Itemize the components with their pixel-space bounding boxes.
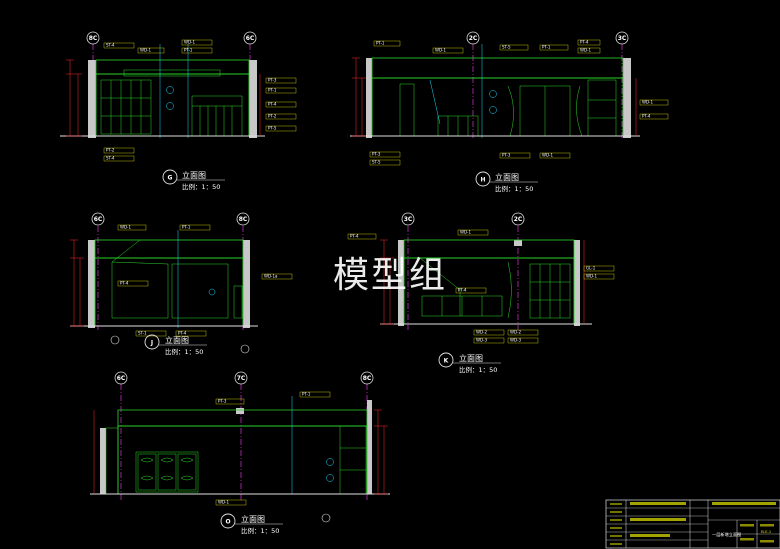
tag-k-8: WD-2 <box>510 330 521 335</box>
axis-label-o-3: 8C <box>363 375 372 382</box>
axis-label-o-2: 7C <box>237 375 246 382</box>
elevation-o-title: 立面图 <box>241 514 265 524</box>
tag-h-12: WD-1 <box>542 153 553 158</box>
sheet-number: ELE-1 <box>761 530 771 534</box>
elevation-g-marker: G <box>168 175 173 182</box>
tag-g-11: ST-4 <box>106 156 115 161</box>
tag-k-7: WD-3 <box>476 338 487 343</box>
tag-k-2: WD-1 <box>460 230 471 235</box>
axis-label-h-left: 2C <box>469 35 478 42</box>
sheet-title: 一层新增立面图 <box>712 531 741 538</box>
tag-j-4: WD-1a <box>264 274 278 279</box>
elevation-k-marker: K <box>444 358 449 365</box>
tag-g-1: ST-4 <box>106 43 115 48</box>
tag-k-4: WD-1 <box>586 274 597 279</box>
elevation-k-scale: 比例：1：50 <box>459 365 497 374</box>
tag-g-2: WD-1 <box>140 48 151 53</box>
axis-label-g-left: 8C <box>89 35 98 42</box>
tag-g-7: PT-4 <box>268 102 277 107</box>
tag-h-7: WD-1 <box>642 100 653 105</box>
tag-k-1: PT-4 <box>350 234 359 239</box>
tag-g-3: WD-1 <box>184 40 195 45</box>
tag-h-4: PT-1 <box>542 45 551 50</box>
tag-h-8: PT-4 <box>642 114 651 119</box>
tag-k-3: GL-1 <box>586 266 596 271</box>
elevation-j-scale: 比例：1：50 <box>165 347 203 356</box>
tag-j-2: PT-1 <box>182 225 191 230</box>
elevation-o-scale: 比例：1：50 <box>241 526 279 535</box>
elevation-o-marker: O <box>225 519 230 526</box>
elevation-o: 6C 7C 8C <box>90 371 390 535</box>
tag-j-3: PT-4 <box>120 281 129 286</box>
axis-label-o-1: 6C <box>117 375 126 382</box>
tag-o-2: PT-1 <box>302 392 311 397</box>
elevation-g-scale: 比例：1：50 <box>182 182 220 191</box>
tag-g-9: PT-5 <box>268 126 277 131</box>
elevation-h-marker: H <box>480 177 485 184</box>
elevation-g-title: 立面图 <box>182 170 206 180</box>
tag-k-9: WD-3 <box>510 338 521 343</box>
tag-j-6: PT-4 <box>178 331 187 336</box>
axis-label-j-left: 6C <box>94 216 103 223</box>
axis-label-j-right: 8C <box>239 216 248 223</box>
tag-g-10: PT-2 <box>106 148 115 153</box>
tag-h-5: PT-4 <box>580 40 589 45</box>
elevation-h-scale: 比例：1：50 <box>495 184 533 193</box>
elevation-h: 2C 3C <box>350 31 669 193</box>
tag-k-6: WD-2 <box>476 330 487 335</box>
tag-h-6: WD-1 <box>580 48 591 53</box>
axis-label-g-right: 6C <box>246 35 255 42</box>
tag-k-5: PT-4 <box>458 288 467 293</box>
elevation-h-title: 立面图 <box>495 172 519 182</box>
tag-h-3: ST-5 <box>502 45 511 50</box>
elevation-k-title: 立面图 <box>459 353 483 363</box>
elevation-j-marker: J <box>150 340 153 347</box>
elevation-k: 3C 2C <box>347 212 615 374</box>
tag-g-5: PT-3 <box>268 78 277 83</box>
tag-o-1: PT-3 <box>218 399 227 404</box>
tag-h-1: PT-1 <box>376 41 385 46</box>
tag-o-3: WD-1 <box>218 500 229 505</box>
tag-g-6: PT-1 <box>268 88 277 93</box>
tag-j-5: ST-1 <box>138 331 147 336</box>
elevation-j-title: 立面图 <box>165 335 189 345</box>
tag-h-9: PT-3 <box>372 152 381 157</box>
title-block: 一层新增立面图 ELE-1 <box>605 499 780 549</box>
axis-label-k-right: 2C <box>514 216 523 223</box>
axis-label-k-left: 3C <box>404 216 413 223</box>
watermark-text: 模型组 <box>333 255 447 296</box>
tag-h-10: ST-5 <box>372 160 381 165</box>
tag-j-1: WD-1 <box>120 225 131 230</box>
tag-h-11: PT-3 <box>502 153 511 158</box>
tag-g-4: PT-1 <box>184 48 193 53</box>
tag-g-8: PT-2 <box>268 114 277 119</box>
axis-label-h-right: 3C <box>618 35 627 42</box>
elevation-j: 6C 8C <box>70 212 293 356</box>
elevation-g: 8C 6C <box>60 31 297 191</box>
tag-h-2: WD-1 <box>435 48 446 53</box>
